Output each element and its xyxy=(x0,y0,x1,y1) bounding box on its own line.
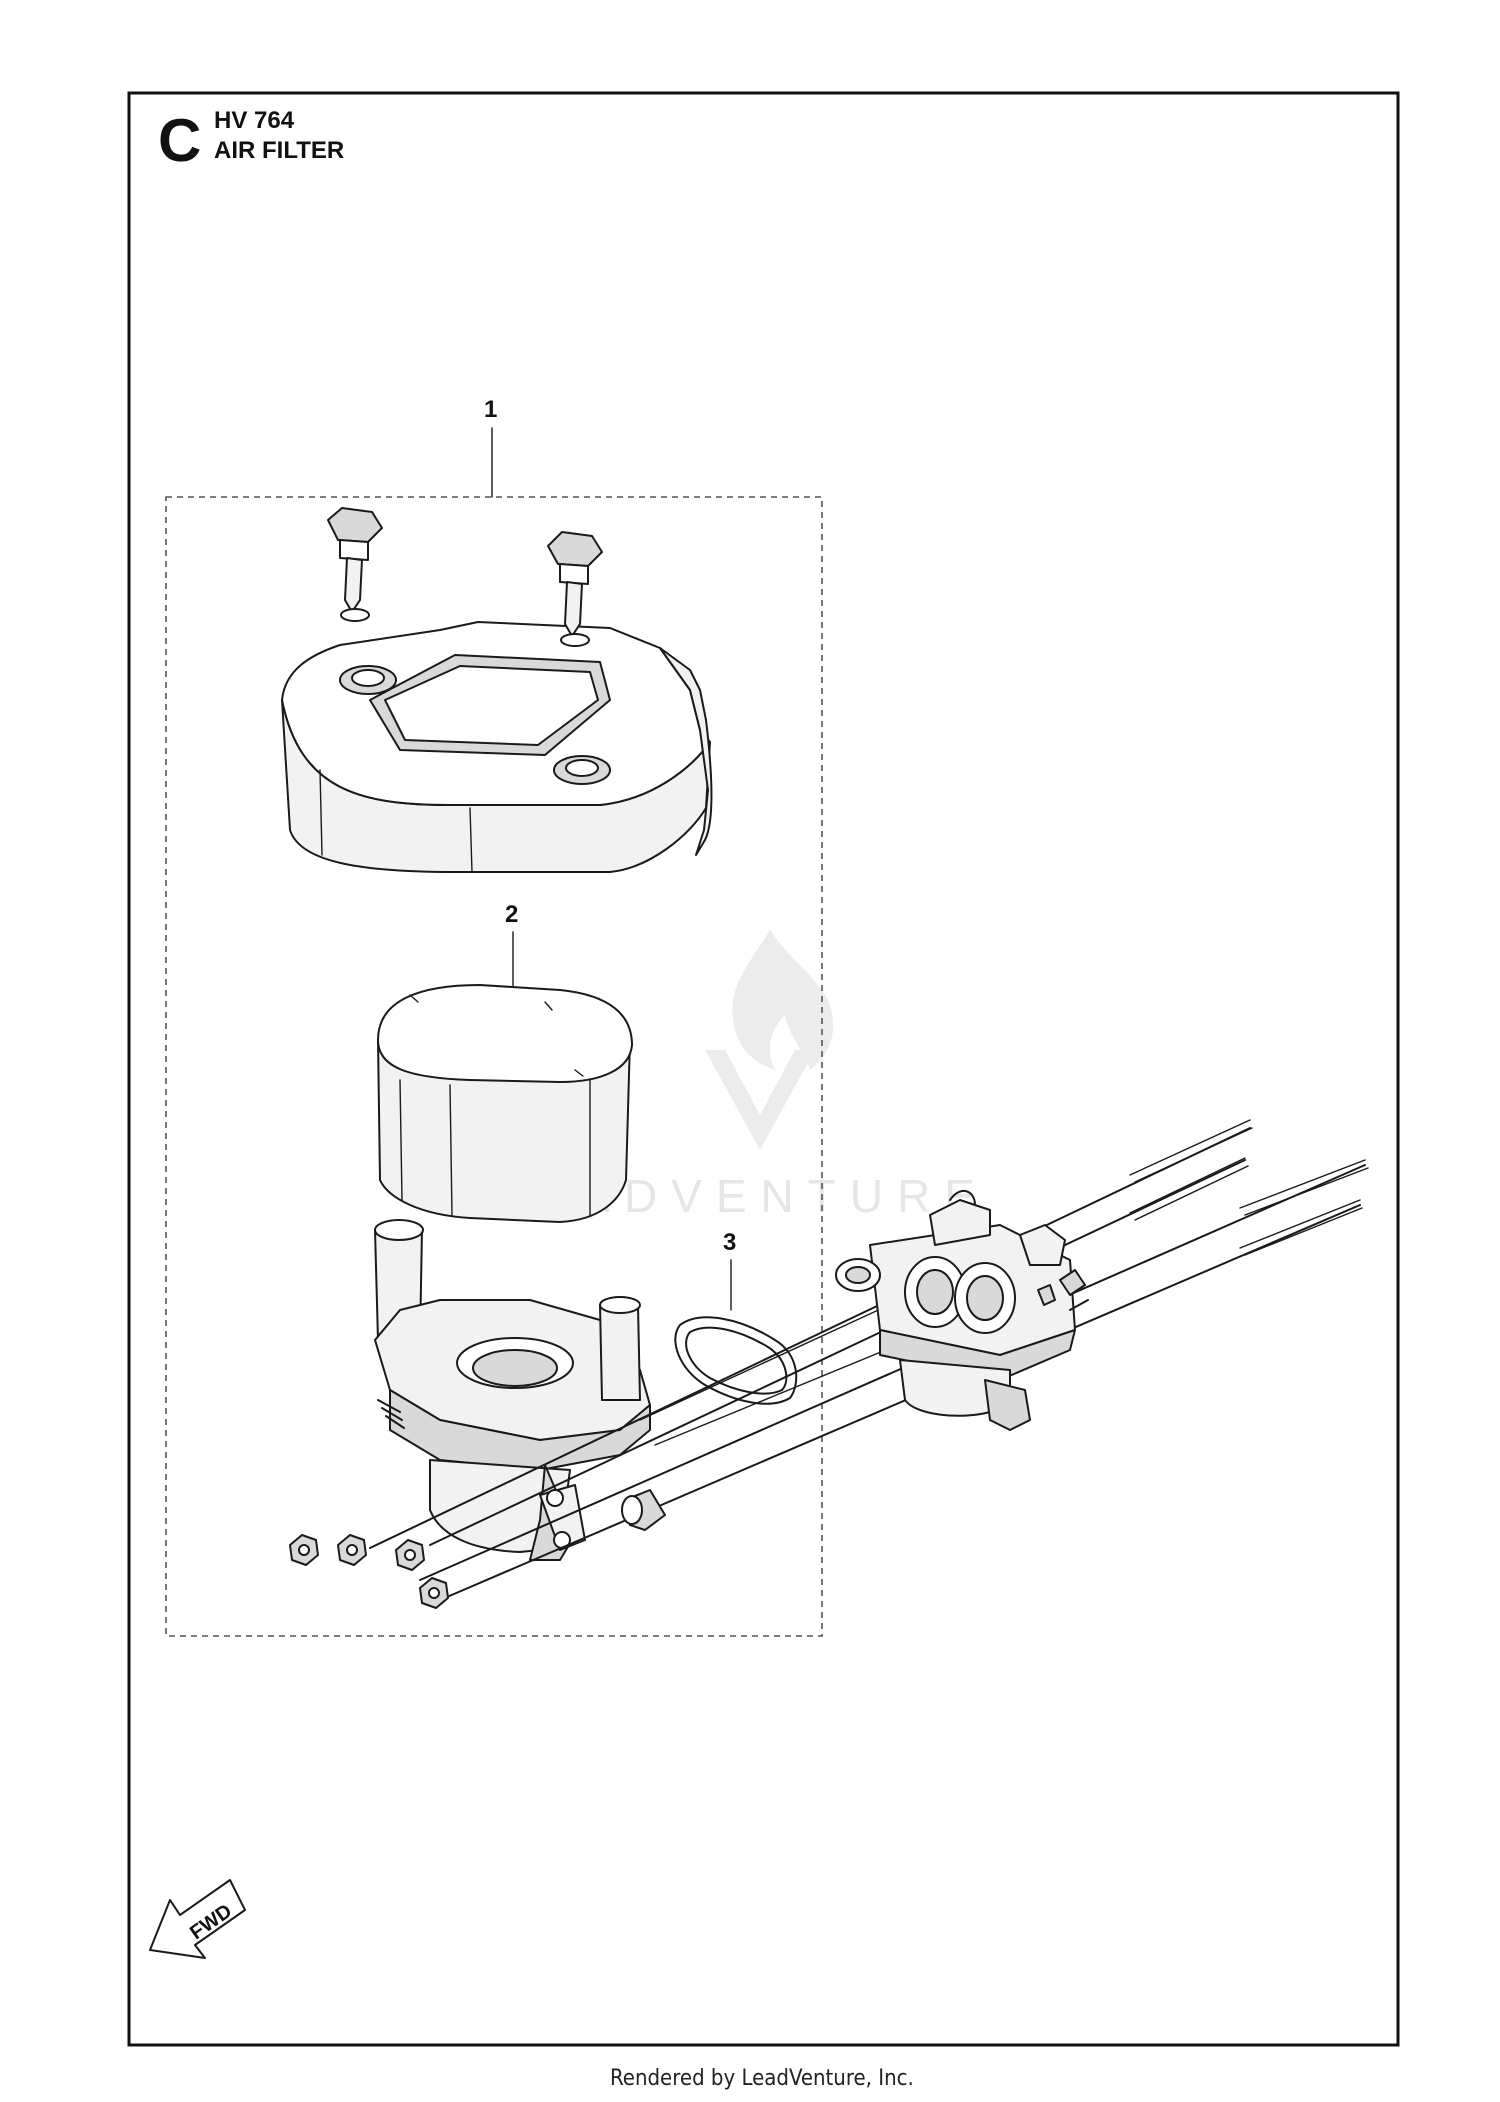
gasket xyxy=(674,1316,798,1405)
mounting-studs xyxy=(369,1119,1369,1601)
footer-credit: Rendered by LeadVenture, Inc. xyxy=(610,2066,914,2091)
hex-nut-4 xyxy=(419,1577,449,1609)
air-filter-base xyxy=(374,1219,651,1561)
carburetor xyxy=(835,1190,1089,1431)
hex-nut-3 xyxy=(395,1539,425,1571)
callout-3: 3 xyxy=(723,1229,736,1256)
section-letter: C xyxy=(158,107,201,174)
watermark-v-icon xyxy=(705,1050,815,1150)
cover-knob-left xyxy=(327,507,383,622)
callout-2: 2 xyxy=(505,901,518,928)
watermark-flame-icon xyxy=(732,930,834,1070)
cover-knob-right xyxy=(547,531,603,647)
callout-1: 1 xyxy=(484,396,497,423)
air-filter-element xyxy=(377,984,633,1223)
vent-cap xyxy=(621,1489,666,1531)
diagram-title: AIR FILTER xyxy=(214,137,344,164)
fwd-direction-marker: FWD xyxy=(149,1879,246,1959)
kit-boundary-box xyxy=(165,496,823,1637)
hex-nut-1 xyxy=(289,1534,319,1566)
diagram-frame xyxy=(127,91,1400,2047)
fwd-arrow-icon xyxy=(149,1879,246,1959)
model-number: HV 764 xyxy=(214,107,295,134)
air-filter-cover xyxy=(281,621,713,873)
hex-nut-2 xyxy=(337,1534,367,1566)
